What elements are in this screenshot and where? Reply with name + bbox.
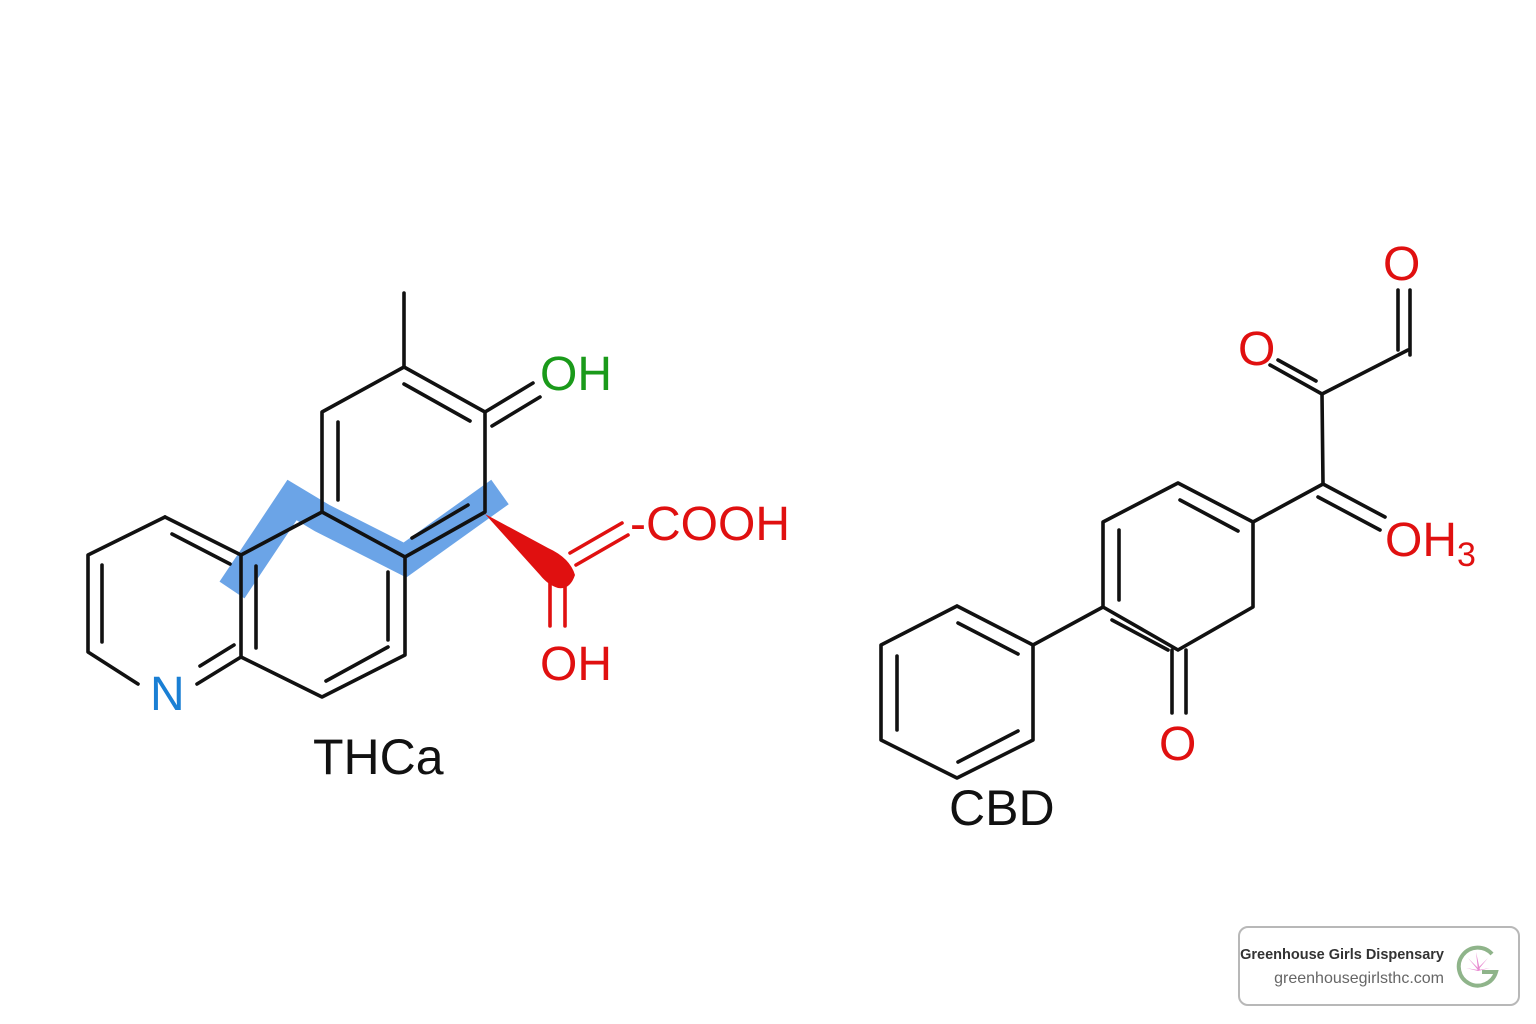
cannabis-leaf-g-logo-icon	[1456, 945, 1499, 988]
brand-url: greenhousegirlsthc.com	[1274, 970, 1444, 987]
thca-title: THCa	[313, 729, 444, 785]
thca-oh-top-label: OH	[540, 348, 612, 401]
wedge-bond	[485, 514, 575, 589]
thca-structure	[86, 291, 630, 699]
brand-name: Greenhouse Girls Dispensary	[1240, 947, 1444, 963]
cbd-oxygen-top-label: O	[1383, 238, 1420, 291]
thca-cooh-label: -COOH	[630, 498, 790, 551]
cbd-oxygen-mid-label: O	[1238, 323, 1275, 376]
cbd-structure	[879, 288, 1412, 780]
thca-nitrogen-label: N	[150, 668, 185, 721]
thca-oh-bottom-label: OH	[540, 638, 612, 691]
cbd-oh3-label: OH3	[1385, 514, 1476, 574]
thca-highlight-band	[219, 479, 509, 599]
cbd-oxygen-bottom-label: O	[1159, 718, 1196, 771]
cbd-title: CBD	[949, 780, 1055, 836]
brand-watermark-card: Greenhouse Girls Dispensary greenhousegi…	[1238, 926, 1520, 1006]
